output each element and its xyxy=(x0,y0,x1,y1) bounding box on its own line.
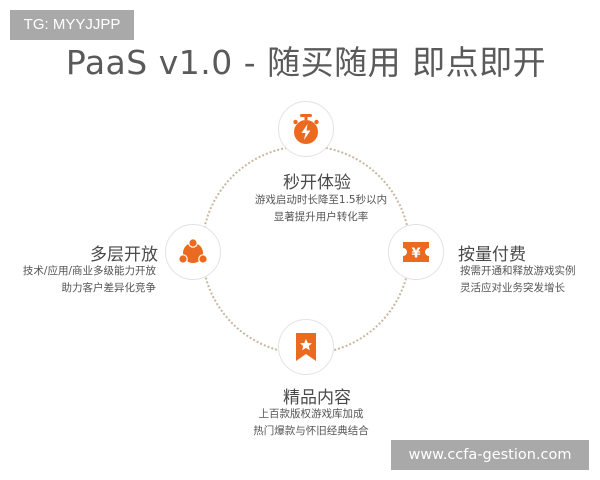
feature-desc-right-line2: 灵活应对业务突发增长 xyxy=(460,282,565,294)
feature-desc-bottom-line1: 上百款版权游戏库加成 xyxy=(258,408,364,420)
watermark-top: TG: MYYJJPP xyxy=(10,10,134,40)
feature-desc-bottom-line2: 热门爆款与怀旧经典结合 xyxy=(253,425,369,437)
feature-node-left xyxy=(165,224,221,280)
feature-desc-left-line1: 技术/应用/商业多级能力开放 xyxy=(22,265,156,277)
feature-node-right: ¥ xyxy=(388,224,444,280)
watermark-bottom: www.ccfa-gestion.com xyxy=(391,440,589,470)
page-title: PaaS v1.0 - 随买随用 即点即开 xyxy=(65,43,547,82)
feature-node-bottom xyxy=(278,319,334,375)
feature-desc-top-line1: 游戏启动时长降至1.5秒以内 xyxy=(254,194,388,206)
feature-heading-top: 秒开体验 xyxy=(283,173,351,193)
feature-heading-right: 按量付费 xyxy=(458,245,526,265)
stopwatch-lightning-icon xyxy=(293,114,319,144)
feature-desc-right-line1: 按需开通和释放游戏实例 xyxy=(460,265,576,277)
feature-desc-top-line2: 显著提升用户转化率 xyxy=(273,211,369,223)
feature-heading-bottom: 精品内容 xyxy=(283,388,351,408)
svg-text:¥: ¥ xyxy=(411,247,420,262)
yuan-ticket-icon: ¥ xyxy=(403,242,429,262)
multi-node-network-icon xyxy=(178,238,208,264)
star-bookmark-icon xyxy=(296,333,316,361)
feature-heading-left: 多层开放 xyxy=(90,245,158,265)
feature-node-top xyxy=(278,101,334,157)
feature-desc-left-line2: 助力客户差异化竞争 xyxy=(61,282,157,294)
